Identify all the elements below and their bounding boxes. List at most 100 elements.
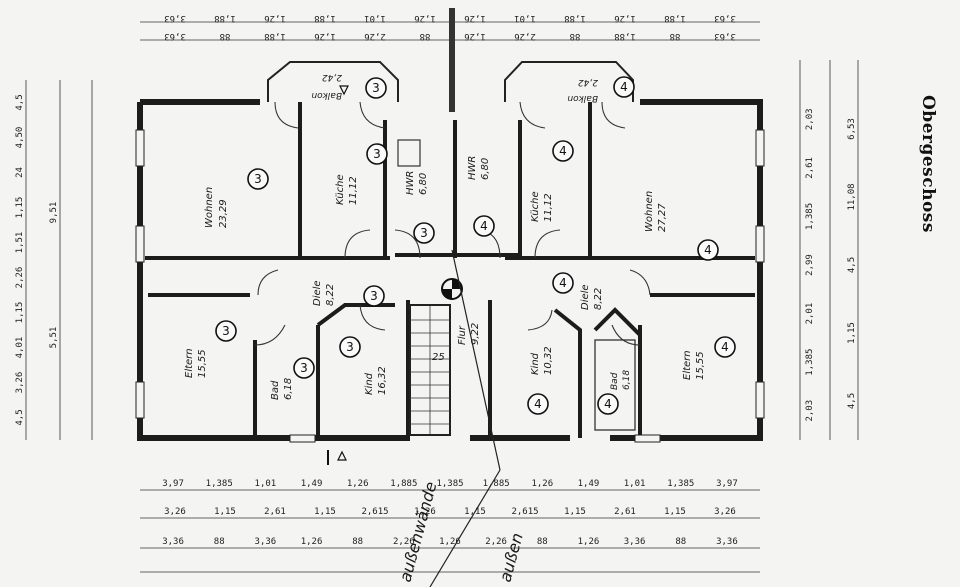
room-name-hwr-left: HWR: [405, 171, 416, 195]
dimension-label: 1,26: [301, 537, 323, 547]
room-name-wohnen-left: Wohnen: [204, 187, 215, 228]
dimension-label: 1,01: [624, 479, 646, 489]
dimension-label: 3,97: [162, 479, 184, 489]
room-name-diele-right: Diele: [580, 284, 591, 310]
dimension-label: 1,26: [464, 13, 486, 23]
dimension-label: 3,36: [716, 537, 738, 547]
dimension-label: 1,88: [614, 31, 636, 41]
stair-label: 25: [432, 352, 445, 363]
room-name-kind-left: Kind: [364, 372, 375, 395]
room-name-hwr-right: HWR: [467, 156, 478, 180]
room-area-hwr-right: 6,80: [480, 158, 491, 180]
dimension-label: 88: [352, 537, 363, 547]
room-name-kueche-left: Küche: [335, 174, 346, 205]
dimension-label: 1,885: [483, 479, 510, 489]
door-swings: [254, 101, 651, 346]
dimension-label: 4,5: [15, 409, 25, 425]
dimension-label: 3,26: [164, 507, 186, 517]
dimension-label: 5,51: [49, 327, 59, 349]
dimension-label: 3,63: [164, 13, 186, 23]
balkon-left-name: Balkon: [311, 90, 342, 100]
dimension-label: 3,36: [624, 537, 646, 547]
unit-marker-bad-left: 3: [300, 361, 308, 375]
room-name-kueche-right: Küche: [530, 191, 541, 222]
unit-marker-kind-right: 4: [534, 397, 542, 411]
column-symbol: [441, 278, 463, 300]
dimension-label: 3,26: [714, 507, 736, 517]
dimension-label: 1,385: [667, 479, 694, 489]
room-name-eltern-right: Eltern: [682, 350, 693, 380]
dimension-label: 4,5: [847, 393, 857, 409]
room-area-flur: 9,22: [470, 323, 481, 345]
room-area-bad-left: 6,18: [283, 378, 294, 400]
dimension-label: 4,5: [847, 257, 857, 273]
room-area-kueche-left: 11,12: [348, 176, 359, 205]
dimension-label: 2,26: [485, 537, 507, 547]
dimension-label: 2,26: [393, 537, 415, 547]
dimension-label: 2,26: [514, 31, 536, 41]
dimension-label: 1,01: [364, 13, 386, 23]
room-area-bad-right: 6,18: [622, 370, 632, 390]
dimension-label: 88: [220, 31, 231, 41]
dimension-label: 4,50: [15, 127, 25, 149]
dimension-label: 1,49: [301, 479, 323, 489]
section-markers: [327, 85, 349, 465]
bath-fixtures: [397, 139, 636, 431]
dimension-label: 3,36: [255, 537, 277, 547]
room-labels: Wohnen 23,29 Küche 11,12 HWR 6,80 HWR 6,…: [184, 72, 706, 400]
room-name-eltern-left: Eltern: [184, 348, 195, 378]
dimension-label: 1,49: [578, 479, 600, 489]
unit-marker-wohnen-right: 4: [704, 243, 712, 257]
dimension-label: 1,26: [414, 507, 436, 517]
dimension-label: 1,01: [514, 13, 536, 23]
dimension-label: 2,99: [805, 254, 815, 276]
unit-marker-hwr-right: 4: [480, 219, 488, 233]
room-area-diele-left: 8,22: [325, 284, 336, 306]
dimension-label: 1,15: [664, 507, 686, 517]
dimension-label: 1,26: [264, 13, 286, 23]
dimension-label: 2,03: [805, 400, 815, 422]
dimension-label: 1,26: [614, 13, 636, 23]
dimension-label: 1,15: [15, 197, 25, 219]
dimension-label: 1,88: [314, 13, 336, 23]
dimension-label: 88: [570, 31, 581, 41]
dimension-label: 2,01: [805, 303, 815, 325]
dimension-label: 2,61: [614, 507, 636, 517]
dimension-label: 9,51: [49, 202, 59, 224]
unit-marker-bad-right: 4: [604, 397, 612, 411]
dimension-label: 1,15: [314, 507, 336, 517]
dimension-label: 1,15: [214, 507, 236, 517]
dimension-label: 3,63: [164, 31, 186, 41]
staircase: 25: [409, 304, 451, 436]
dimension-label: 88: [537, 537, 548, 547]
pen-stroke: [451, 249, 501, 471]
dimension-label: 1,01: [255, 479, 277, 489]
dimension-label: 1,15: [564, 507, 586, 517]
dimension-label: 1,26: [578, 537, 600, 547]
unit-marker-diele-right: 4: [559, 276, 567, 290]
balkon-right-area: 2,42: [578, 77, 598, 87]
room-area-kueche-right: 11,12: [543, 193, 554, 222]
unit-marker-kueche-right: 4: [559, 144, 567, 158]
dimension-label: 3,26: [15, 372, 25, 394]
room-area-kind-right: 10,32: [543, 346, 554, 375]
room-name-bad-right: Bad: [610, 372, 620, 390]
dimension-label: 4,01: [15, 337, 25, 359]
dimension-label: 1,88: [214, 13, 236, 23]
dimension-label: 11,08: [847, 183, 857, 210]
dimension-label: 1,88: [564, 13, 586, 23]
room-area-wohnen-right: 27,27: [657, 203, 668, 232]
dimension-label: 3,97: [716, 479, 738, 489]
floor-title: Obergeschoss: [918, 95, 938, 233]
dimension-label: 1,88: [664, 13, 686, 23]
dimension-label: 1,385: [436, 479, 463, 489]
room-area-wohnen-left: 23,29: [218, 199, 229, 228]
dimension-label: 1,26: [464, 31, 486, 41]
dimension-label: 1,15: [15, 302, 25, 324]
dimension-label: 3,63: [714, 13, 736, 23]
dimension-label: 1,26: [531, 479, 553, 489]
room-name-wohnen-right: Wohnen: [644, 191, 655, 232]
unit-marker-kind-left: 3: [346, 340, 354, 354]
interior-walls: [145, 102, 755, 438]
balkon-right-name: Balkon: [567, 93, 598, 103]
